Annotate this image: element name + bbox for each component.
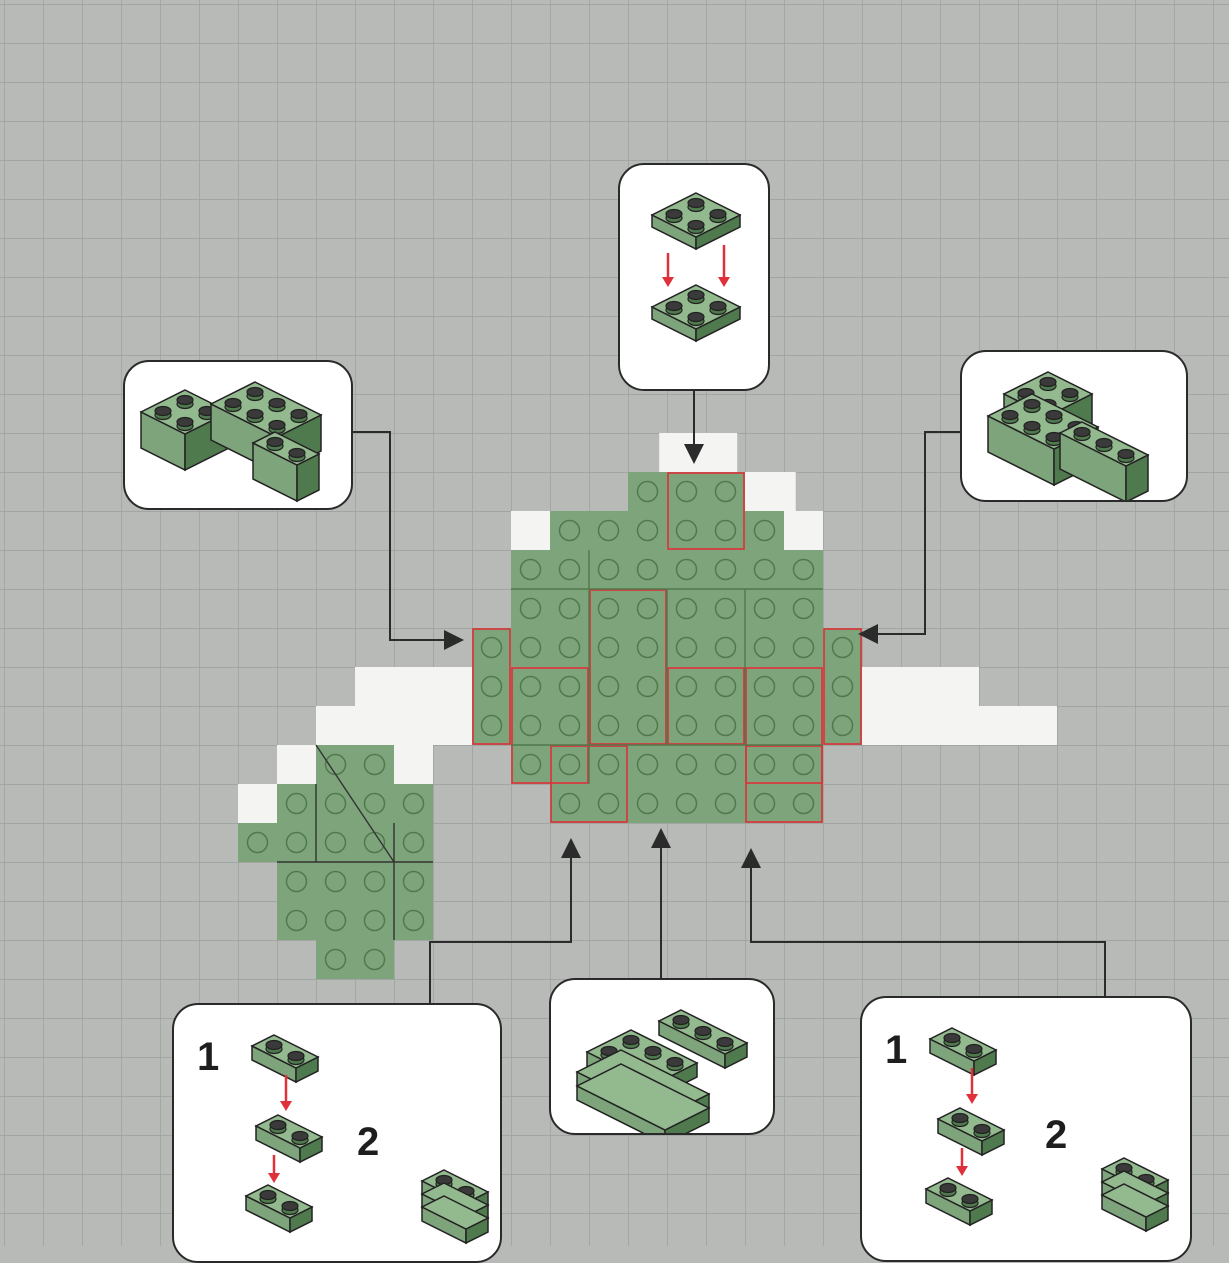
brick-stud-top xyxy=(269,421,285,430)
iso-brick xyxy=(652,285,740,341)
brick-stud-top xyxy=(247,388,263,397)
callout-left xyxy=(123,360,353,510)
green-plate xyxy=(316,940,394,979)
brick-stud-top xyxy=(288,1052,304,1061)
stepped-brick-assembly-icon xyxy=(962,352,1188,502)
green-plate xyxy=(277,862,433,940)
white-plate xyxy=(316,706,472,745)
brick-stud-top xyxy=(177,418,193,427)
brick-stud-top xyxy=(952,1114,968,1123)
brick-stud-top xyxy=(247,410,263,419)
brick-stud-top xyxy=(966,1045,982,1054)
brick-stud-top xyxy=(695,1027,711,1036)
brick-stud-top xyxy=(292,1132,308,1141)
callout-right xyxy=(960,350,1188,502)
iso-brick xyxy=(930,1028,996,1075)
brick-stud-top xyxy=(260,1191,276,1200)
callout-bottom-center xyxy=(549,978,775,1135)
iso-brick xyxy=(256,1115,322,1162)
brick-stud-top xyxy=(688,291,704,300)
brick-stud-top xyxy=(667,1058,683,1067)
iso-brick xyxy=(1060,422,1148,502)
brick-stud-top xyxy=(962,1195,978,1204)
white-plate xyxy=(355,667,472,706)
brick-stud-top xyxy=(282,1202,298,1211)
green-plate xyxy=(784,745,823,784)
iso-brick xyxy=(252,1035,318,1082)
brick-stud-top xyxy=(623,1036,639,1045)
brick-stud-top xyxy=(666,210,682,219)
brick-stud-top xyxy=(944,1034,960,1043)
brick-stud-top xyxy=(710,302,726,311)
layered-plate-assembly-icon xyxy=(551,980,775,1135)
1x2-plate-stack-icon xyxy=(862,998,1192,1262)
stepped-brick-assembly-icon xyxy=(125,362,353,510)
white-plate xyxy=(862,667,979,706)
brick-stud-top xyxy=(1002,411,1018,420)
brick-stud-top xyxy=(1040,378,1056,387)
stacked-2x2-plates-icon xyxy=(620,165,770,391)
red-arrowhead xyxy=(662,277,674,287)
brick-stud-top xyxy=(673,1016,689,1025)
step-number-2: 2 xyxy=(1045,1115,1067,1155)
brick-stud-top xyxy=(666,302,682,311)
red-arrowhead xyxy=(280,1101,292,1111)
brick-stud-top xyxy=(1024,400,1040,409)
brick-stud-top xyxy=(688,313,704,322)
green-plate xyxy=(511,550,823,589)
brick-stud-top xyxy=(225,399,241,408)
iso-brick xyxy=(938,1108,1004,1155)
brick-stud-top xyxy=(940,1184,956,1193)
brick-stud-top xyxy=(710,210,726,219)
brick-stud-top xyxy=(269,399,285,408)
brick-stud-top xyxy=(1046,411,1062,420)
red-arrowhead xyxy=(966,1094,978,1104)
step-number-1: 1 xyxy=(197,1037,219,1077)
brick-stud-top xyxy=(270,1121,286,1130)
white-plate xyxy=(784,511,823,550)
brick-stud-top xyxy=(645,1047,661,1056)
brick-stud-top xyxy=(1074,428,1090,437)
brick-stud-top xyxy=(717,1038,733,1047)
brick-stud-top xyxy=(266,1041,282,1050)
brick-stud-top xyxy=(1024,422,1040,431)
brick-stud-top xyxy=(1062,389,1078,398)
iso-brick xyxy=(652,193,740,249)
brick-stud-top xyxy=(267,438,283,447)
white-plate xyxy=(862,706,940,745)
white-plate xyxy=(745,472,796,511)
iso-brick xyxy=(246,1185,312,1232)
brick-stud-top xyxy=(688,221,704,230)
1x2-plate-stack-icon xyxy=(174,1005,502,1263)
callout-bottom-left: 1 2 xyxy=(172,1003,502,1263)
brick-stud-top xyxy=(177,396,193,405)
brick-stud-top xyxy=(1096,439,1112,448)
red-arrowhead xyxy=(718,277,730,287)
brick-stud-top xyxy=(291,410,307,419)
callout-top xyxy=(618,163,770,391)
brick-stud-top xyxy=(688,199,704,208)
iso-brick xyxy=(926,1178,992,1225)
brick-stud-top xyxy=(1118,450,1134,459)
step-number-2: 2 xyxy=(357,1122,379,1162)
brick-stud-top xyxy=(289,449,305,458)
red-arrowhead xyxy=(956,1166,968,1176)
callout-bottom-right: 1 2 xyxy=(860,996,1192,1262)
brick-stud-top xyxy=(155,407,171,416)
step-number-1: 1 xyxy=(885,1030,907,1070)
red-arrowhead xyxy=(268,1173,280,1183)
brick-stud-top xyxy=(974,1125,990,1134)
